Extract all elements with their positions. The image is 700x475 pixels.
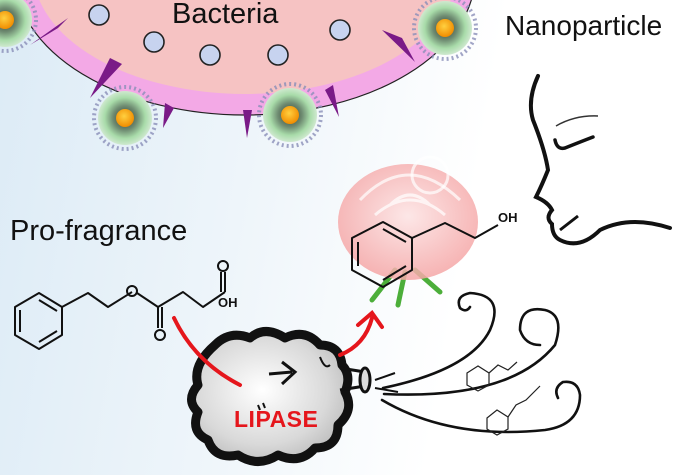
- exhale-lines: [374, 372, 399, 393]
- bacterium-cell: [18, 0, 472, 138]
- closed-eye: [553, 135, 595, 151]
- bacteria-label: Bacteria: [172, 0, 279, 30]
- pro-fragrance-label: Pro-fragrance: [10, 215, 188, 247]
- vesicle-icon: [267, 44, 289, 66]
- fragrance-molecule-icon: [466, 361, 541, 436]
- nanoparticle-label: Nanoparticle: [505, 10, 663, 41]
- vesicle-icon: [199, 44, 221, 66]
- membrane-spikes: [30, 18, 415, 138]
- pro-fragrance-molecule: [14, 260, 229, 350]
- lips: [559, 214, 579, 232]
- vesicle-icon: [143, 31, 165, 53]
- face-profile-icon: [528, 74, 672, 246]
- rose-icon: [338, 155, 478, 308]
- nanoparticle-icon: [92, 85, 158, 151]
- phenylethanol-molecule: [351, 221, 499, 288]
- hydroxyl-group-label: OH: [218, 295, 238, 310]
- reaction-arrow-icon: [172, 310, 384, 387]
- vesicle-icon: [329, 19, 351, 41]
- lipase-label: LIPASE: [234, 406, 319, 432]
- lipase-enzyme-icon: [187, 327, 372, 466]
- hydroxyl-group-label: OH: [498, 210, 518, 225]
- nanoparticle-icon: [257, 82, 323, 148]
- scent-swirl-icon: [380, 291, 582, 434]
- vesicle-icon: [88, 4, 110, 26]
- eyebrow: [555, 115, 599, 127]
